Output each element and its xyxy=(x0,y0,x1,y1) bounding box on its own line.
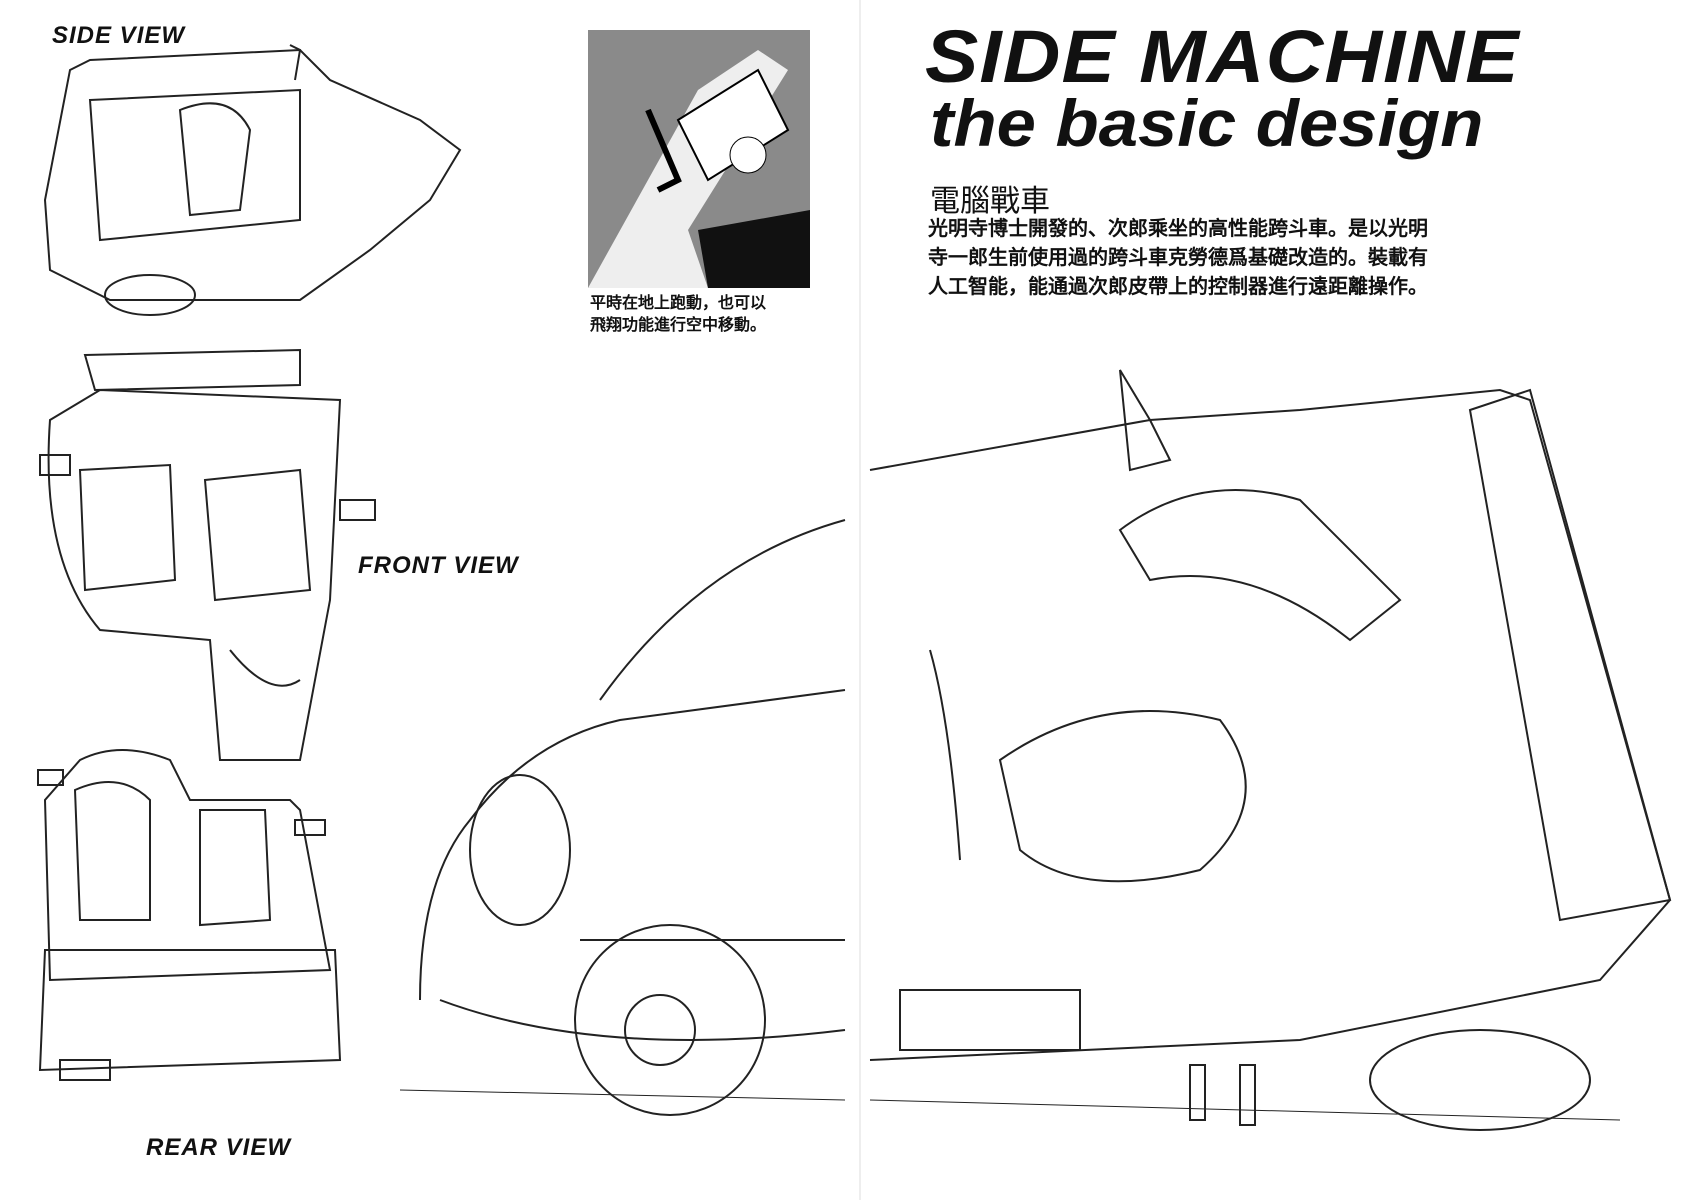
front-view-sketch xyxy=(39,348,376,761)
caption-line: 平時在地上跑動，也可以 xyxy=(590,293,767,312)
comic-panel-image xyxy=(588,30,810,288)
main-car-sketch-left xyxy=(399,519,846,1116)
title-line-1: SIDE MACHINE xyxy=(925,15,1520,98)
title-line-2: the basic design xyxy=(930,86,1484,160)
rear-view-sketch xyxy=(37,749,342,1081)
description-heading: 電腦戰車 xyxy=(930,184,1050,219)
comic-panel-drawing xyxy=(588,30,810,288)
caption-line: 飛翔功能進行空中移動。 xyxy=(590,315,767,334)
rear-view-label: REAR VIEW xyxy=(146,1134,292,1161)
panel-caption: 平時在地上跑動，也可以 飛翔功能進行空中移動。 xyxy=(590,292,766,336)
description-body: 光明寺博士開發的、次郎乘坐的高性能跨斗車。是以光明 寺一郎生前使用過的跨斗車克勞… xyxy=(928,214,1568,301)
side-view-sketch xyxy=(43,44,462,316)
description-line: 光明寺博士開發的、次郎乘坐的高性能跨斗車。是以光明 xyxy=(928,216,1428,240)
description-line: 寺一郎生前使用過的跨斗車克勞德爲基礎改造的。裝載有 xyxy=(928,245,1428,269)
front-view-label: FRONT VIEW xyxy=(358,552,519,579)
side-view-label: SIDE VIEW xyxy=(52,22,186,49)
description-line: 人工智能，能通過次郎皮帶上的控制器進行遠距離操作。 xyxy=(928,274,1428,298)
main-car-sketch-right xyxy=(869,369,1672,1131)
